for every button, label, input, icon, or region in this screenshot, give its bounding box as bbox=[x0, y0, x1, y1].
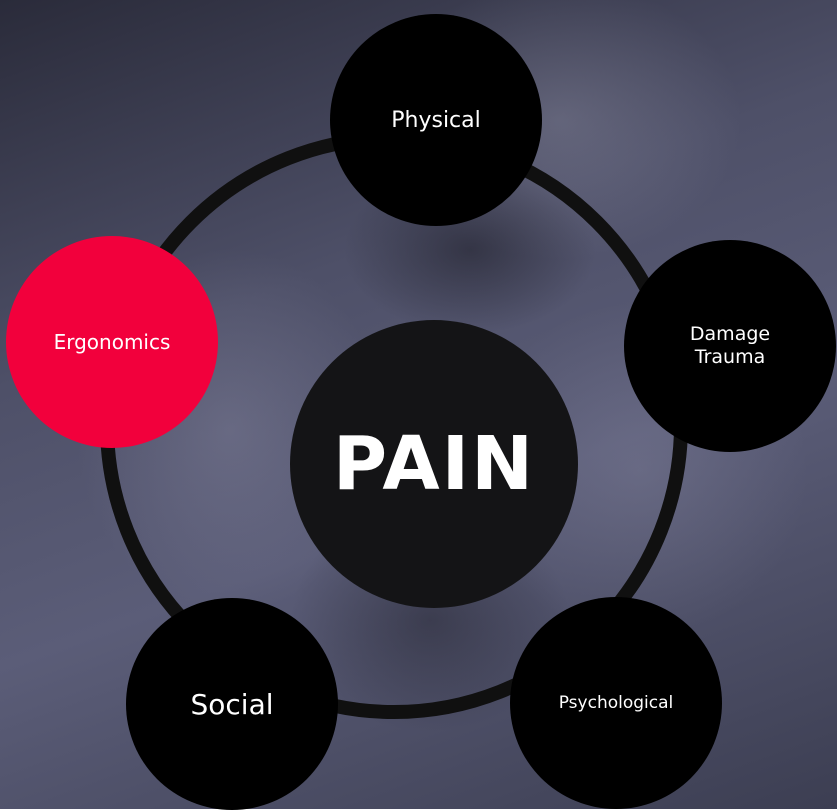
node-social-label: Social bbox=[190, 687, 274, 721]
node-ergonomics: Ergonomics bbox=[6, 236, 218, 448]
node-physical-label: Physical bbox=[391, 107, 481, 133]
node-damage-label: Damage Trauma bbox=[689, 323, 771, 368]
node-ergonomics-label: Ergonomics bbox=[53, 330, 171, 354]
center-label: PAIN bbox=[332, 421, 536, 507]
node-damage-trauma: Damage Trauma bbox=[624, 240, 836, 452]
node-psychological: Psychological bbox=[510, 597, 722, 809]
node-physical: Physical bbox=[330, 14, 542, 226]
node-psychological-label: Psychological bbox=[558, 692, 674, 713]
node-social: Social bbox=[126, 598, 338, 810]
center-node-pain: PAIN bbox=[290, 320, 578, 608]
